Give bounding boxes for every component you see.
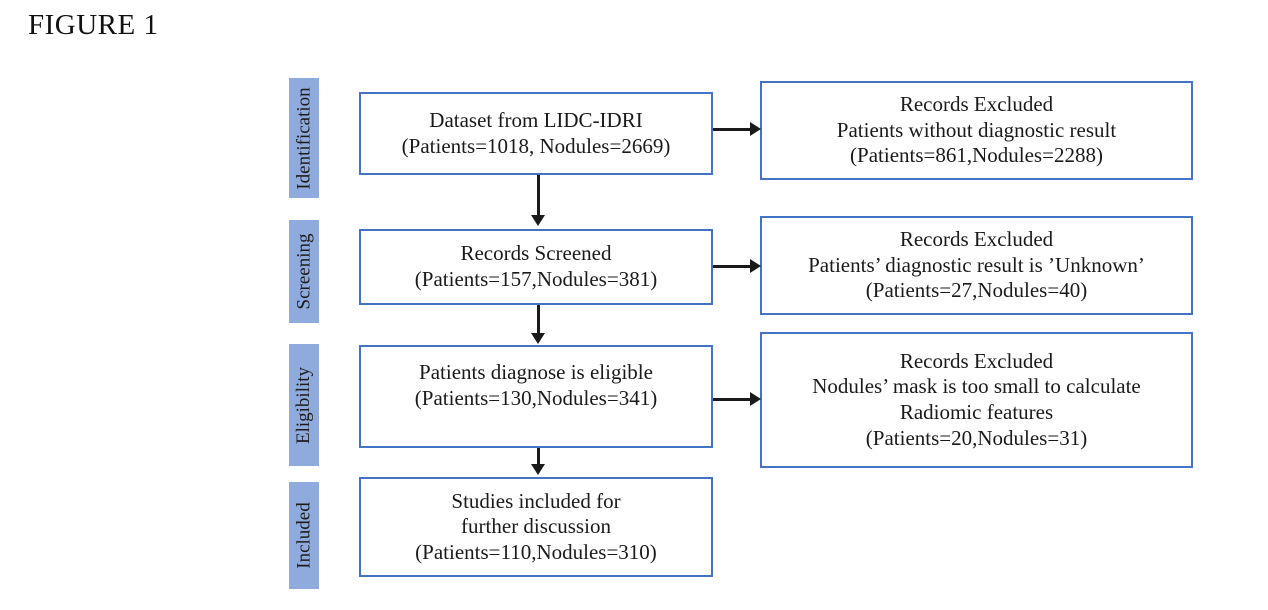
excluded-2-line2: Patients’ diagnostic result is ’Unknown’ — [808, 252, 1145, 277]
excluded-3-line1: Records Excluded — [899, 348, 1054, 373]
flow-box-records-excluded-3: Records Excluded Nodules’ mask is too sm… — [760, 332, 1193, 468]
excluded-1-line1: Records Excluded — [899, 92, 1054, 117]
flow-box-screened-line1: Records Screened — [460, 241, 612, 266]
flow-box-dataset-line1: Dataset from LIDC-IDRI — [429, 107, 643, 132]
stage-label-identification: Identification — [289, 78, 319, 198]
arrowhead-down-icon-2 — [531, 333, 545, 344]
flow-box-studies-included: Studies included for further discussion … — [359, 477, 713, 577]
arrowhead-down-icon-3 — [531, 464, 545, 475]
stage-label-screening-text: Screening — [293, 233, 315, 310]
excluded-3-line2: Nodules’ mask is too small to calculate — [812, 374, 1141, 399]
flow-box-records-excluded-1: Records Excluded Patients without diagno… — [760, 81, 1193, 180]
excluded-3-line4: (Patients=20,Nodules=31) — [865, 425, 1088, 450]
connector-eligible-to-excluded-3 — [713, 398, 754, 401]
connector-eligible-to-included — [537, 448, 540, 466]
flow-box-included-line1: Studies included for — [451, 488, 621, 513]
flow-box-records-screened: Records Screened (Patients=157,Nodules=3… — [359, 229, 713, 305]
flow-box-included-line2: further discussion — [461, 514, 611, 539]
arrowhead-right-icon-1 — [750, 122, 761, 136]
connector-screened-to-eligible — [537, 305, 540, 335]
excluded-1-line3: (Patients=861,Nodules=2288) — [850, 143, 1103, 168]
arrowhead-down-icon-1 — [531, 215, 545, 226]
flow-box-included-line3: (Patients=110,Nodules=310) — [415, 539, 657, 564]
flow-box-patients-eligible: Patients diagnose is eligible (Patients=… — [359, 345, 713, 448]
excluded-2-line3: (Patients=27,Nodules=40) — [865, 278, 1088, 303]
stage-label-eligibility-text: Eligibility — [293, 366, 315, 444]
connector-screened-to-excluded-2 — [713, 265, 754, 268]
excluded-2-line1: Records Excluded — [899, 227, 1054, 252]
flow-box-eligible-line1: Patients diagnose is eligible — [419, 360, 653, 384]
stage-label-eligibility: Eligibility — [289, 344, 319, 466]
arrowhead-right-icon-3 — [750, 392, 761, 406]
arrowhead-right-icon-2 — [750, 259, 761, 273]
flow-box-records-excluded-2: Records Excluded Patients’ diagnostic re… — [760, 216, 1193, 315]
flow-box-dataset: Dataset from LIDC-IDRI (Patients=1018, N… — [359, 92, 713, 175]
excluded-3-line3: Radiomic features — [899, 400, 1054, 424]
excluded-1-line2: Patients without diagnostic result — [836, 117, 1117, 142]
connector-dataset-to-screened — [537, 175, 540, 217]
stage-label-screening: Screening — [289, 220, 319, 323]
flow-box-eligible-line2: (Patients=130,Nodules=341) — [414, 385, 658, 410]
flow-box-dataset-line2: (Patients=1018, Nodules=2669) — [401, 133, 671, 158]
connector-dataset-to-excluded-1 — [713, 128, 754, 131]
stage-label-included-text: Included — [293, 502, 315, 569]
stage-label-identification-text: Identification — [293, 86, 315, 190]
flow-box-screened-line2: (Patients=157,Nodules=381) — [414, 267, 658, 291]
stage-label-included: Included — [289, 482, 319, 589]
page-title: FIGURE 1 — [28, 9, 159, 41]
